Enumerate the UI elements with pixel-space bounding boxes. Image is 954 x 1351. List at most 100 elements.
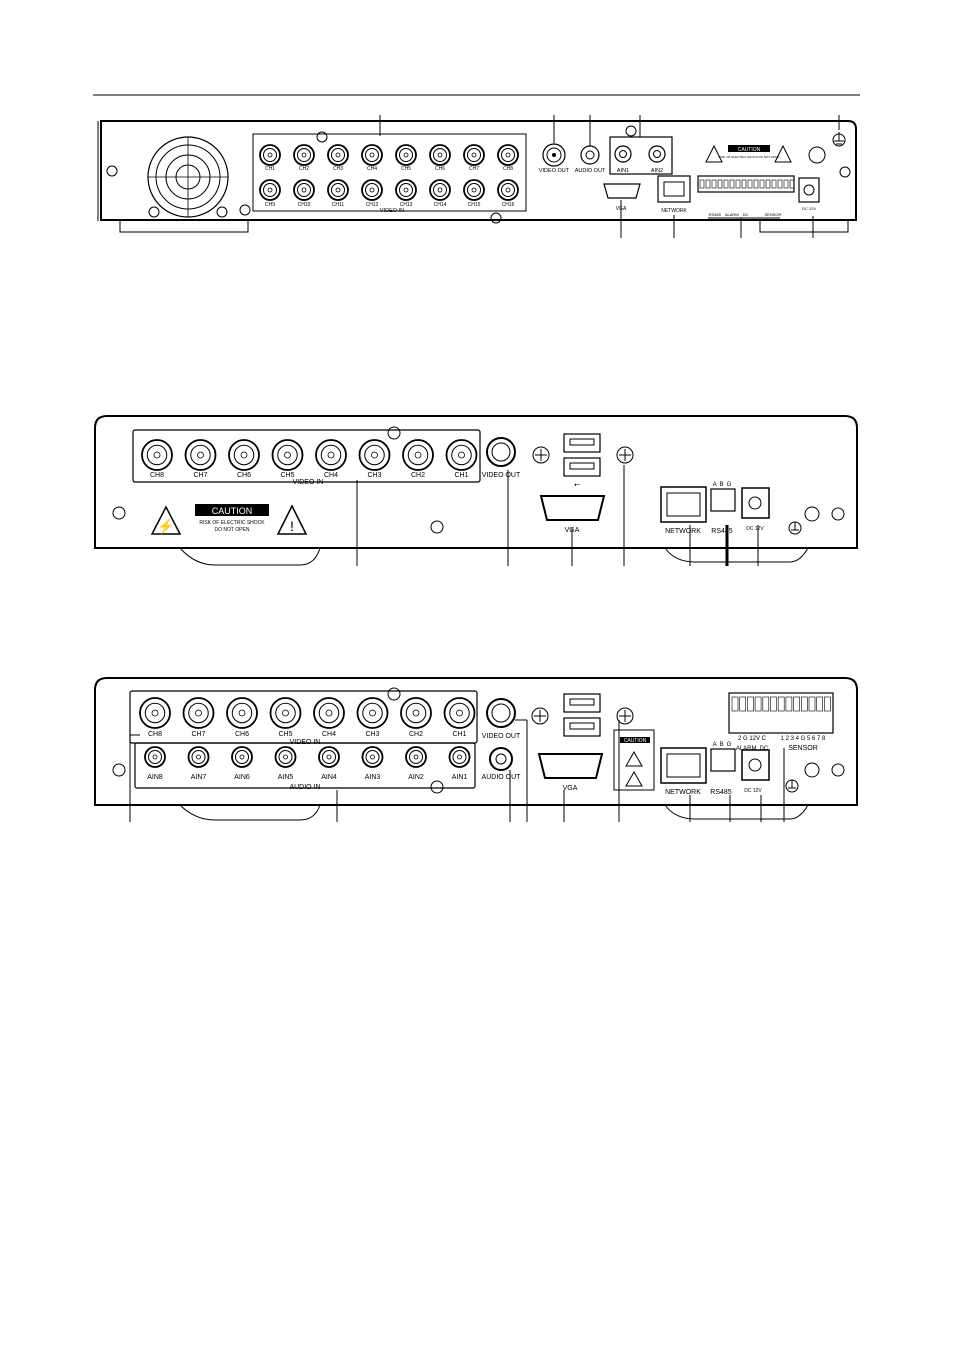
video-in-ch3-label: CH3 [367, 472, 381, 479]
alarm-nums: 2 G 12V C [738, 736, 767, 742]
video-in-ch7-label: CH7 [469, 166, 479, 172]
ain1-label: AIN1 [617, 168, 629, 174]
sensor-label: SENSOR [788, 745, 818, 752]
video-out-connector [486, 698, 516, 728]
video-in-ch16-label: CH16 [502, 202, 515, 208]
dc12-label: DC 12V [744, 788, 762, 794]
video-in-ch5 [269, 697, 302, 729]
vga-port [603, 183, 641, 199]
video-in-ch1-label: CH1 [265, 166, 275, 172]
audio-in-label: AUDIO IN [289, 784, 320, 791]
video-out-label: VIDEO OUT [482, 733, 521, 740]
video-in-ch5 [395, 144, 417, 166]
video-in-ch1 [259, 144, 281, 166]
audio-in-group [609, 136, 673, 175]
video-in-ch8 [497, 144, 519, 166]
video-in-ch8 [139, 697, 171, 729]
rs485-terminal [710, 488, 736, 512]
video-in-ch6 [228, 439, 260, 471]
video-in-ch3 [356, 697, 389, 729]
panel-1-body [100, 120, 857, 221]
video-in-ch3 [327, 144, 349, 166]
audio-in-ain1-label: AIN1 [452, 774, 468, 781]
audio-in-ain6-label: AIN6 [234, 774, 250, 781]
video-in-ch4-label: CH4 [322, 731, 336, 738]
audio-in-ain7 [187, 746, 210, 768]
rs485-label: RS485 [710, 789, 732, 796]
video-in-ch14-label: CH14 [434, 202, 447, 208]
audio-in-ain7-label: AIN7 [191, 774, 207, 781]
video-in-ch5-label: CH5 [401, 166, 411, 172]
video-in-ch2 [402, 439, 434, 471]
video-in-ch1-label: CH1 [454, 472, 468, 479]
video-in-ch13 [395, 179, 417, 201]
video-in-ch2 [400, 697, 432, 729]
dc-power-jack [798, 177, 820, 203]
ground-icon [788, 521, 802, 535]
sensor-terminal [728, 692, 834, 734]
dc-label: DC 12V [802, 206, 816, 211]
video-in-ch8-label: CH8 [503, 166, 513, 172]
video-in-ch5-label: CH5 [278, 731, 292, 738]
rs485-label: RS485 [711, 528, 733, 535]
video-in-ch5-label: CH5 [280, 472, 294, 479]
video-in-ch4 [315, 439, 347, 471]
video-in-ch4 [361, 144, 383, 166]
video-in-ch12-label: CH12 [366, 202, 379, 208]
video-out-connector [542, 143, 566, 167]
svg-text:⚡: ⚡ [157, 518, 174, 535]
sensor-nums: 1 2 3 4 G 5 6 7 8 [781, 736, 826, 742]
caution-title: CAUTION [212, 506, 253, 516]
video-in-ch8-label: CH8 [148, 731, 162, 738]
caution-title: CAUTION [738, 147, 761, 153]
vga-label: VGA [563, 785, 578, 792]
video-in-ch7 [182, 697, 215, 729]
audio-in-ain8-label: AIN8 [147, 774, 163, 781]
video-in-ch6 [226, 697, 258, 729]
video-in-ch2-label: CH2 [299, 166, 309, 172]
video-in-ch3-label: CH3 [333, 166, 343, 172]
video-in-ch6-label: CH6 [237, 472, 251, 479]
usb-port-1 [563, 433, 601, 453]
video-in-ch8 [141, 439, 173, 471]
ain2-label: AIN2 [651, 168, 663, 174]
network-label: NETWORK [665, 528, 701, 535]
caution-title: CAUTION [624, 738, 647, 744]
audio-in-ain2 [405, 746, 427, 768]
video-in-ch1 [445, 439, 478, 471]
video-out-label: VIDEO OUT [539, 168, 570, 174]
audio-out-label: AUDIO OUT [575, 168, 606, 174]
audio-in-ain8 [144, 746, 166, 768]
usb-port-2 [563, 457, 601, 477]
usb-icon: ⭠ [574, 480, 581, 489]
video-out-connector [486, 437, 516, 467]
audio-in-ain4 [318, 746, 340, 768]
dc-power-jack [741, 749, 770, 781]
dc-power-jack [741, 487, 770, 519]
video-in-ch3-label: CH3 [365, 731, 379, 738]
audio-in-ain1 [448, 746, 471, 768]
video-in-ch7-label: CH7 [193, 472, 207, 479]
video-in-ch4-label: CH4 [324, 472, 338, 479]
video-in-ch10-label: CH10 [298, 202, 311, 208]
audio-in-group [134, 742, 476, 789]
audio-out-label: AUDIO OUT [482, 774, 522, 781]
video-in-ch4 [313, 697, 345, 729]
caution-line1: RISK OF ELECTRIC SHOCK [199, 520, 265, 526]
network-port [660, 747, 707, 784]
video-in-ch6-label: CH6 [435, 166, 445, 172]
caution-text: RISK OF ELECTRIC SHOCK DO NOT OPEN [719, 155, 780, 159]
audio-out-connector [489, 747, 513, 771]
video-in-ch2-label: CH2 [409, 731, 423, 738]
panel-3-body [94, 677, 858, 806]
video-in-ch6-label: CH6 [235, 731, 249, 738]
video-in-ch9-label: CH9 [265, 202, 275, 208]
video-in-group [252, 133, 527, 212]
ground-icon [785, 779, 799, 793]
audio-out-connector [580, 145, 600, 165]
